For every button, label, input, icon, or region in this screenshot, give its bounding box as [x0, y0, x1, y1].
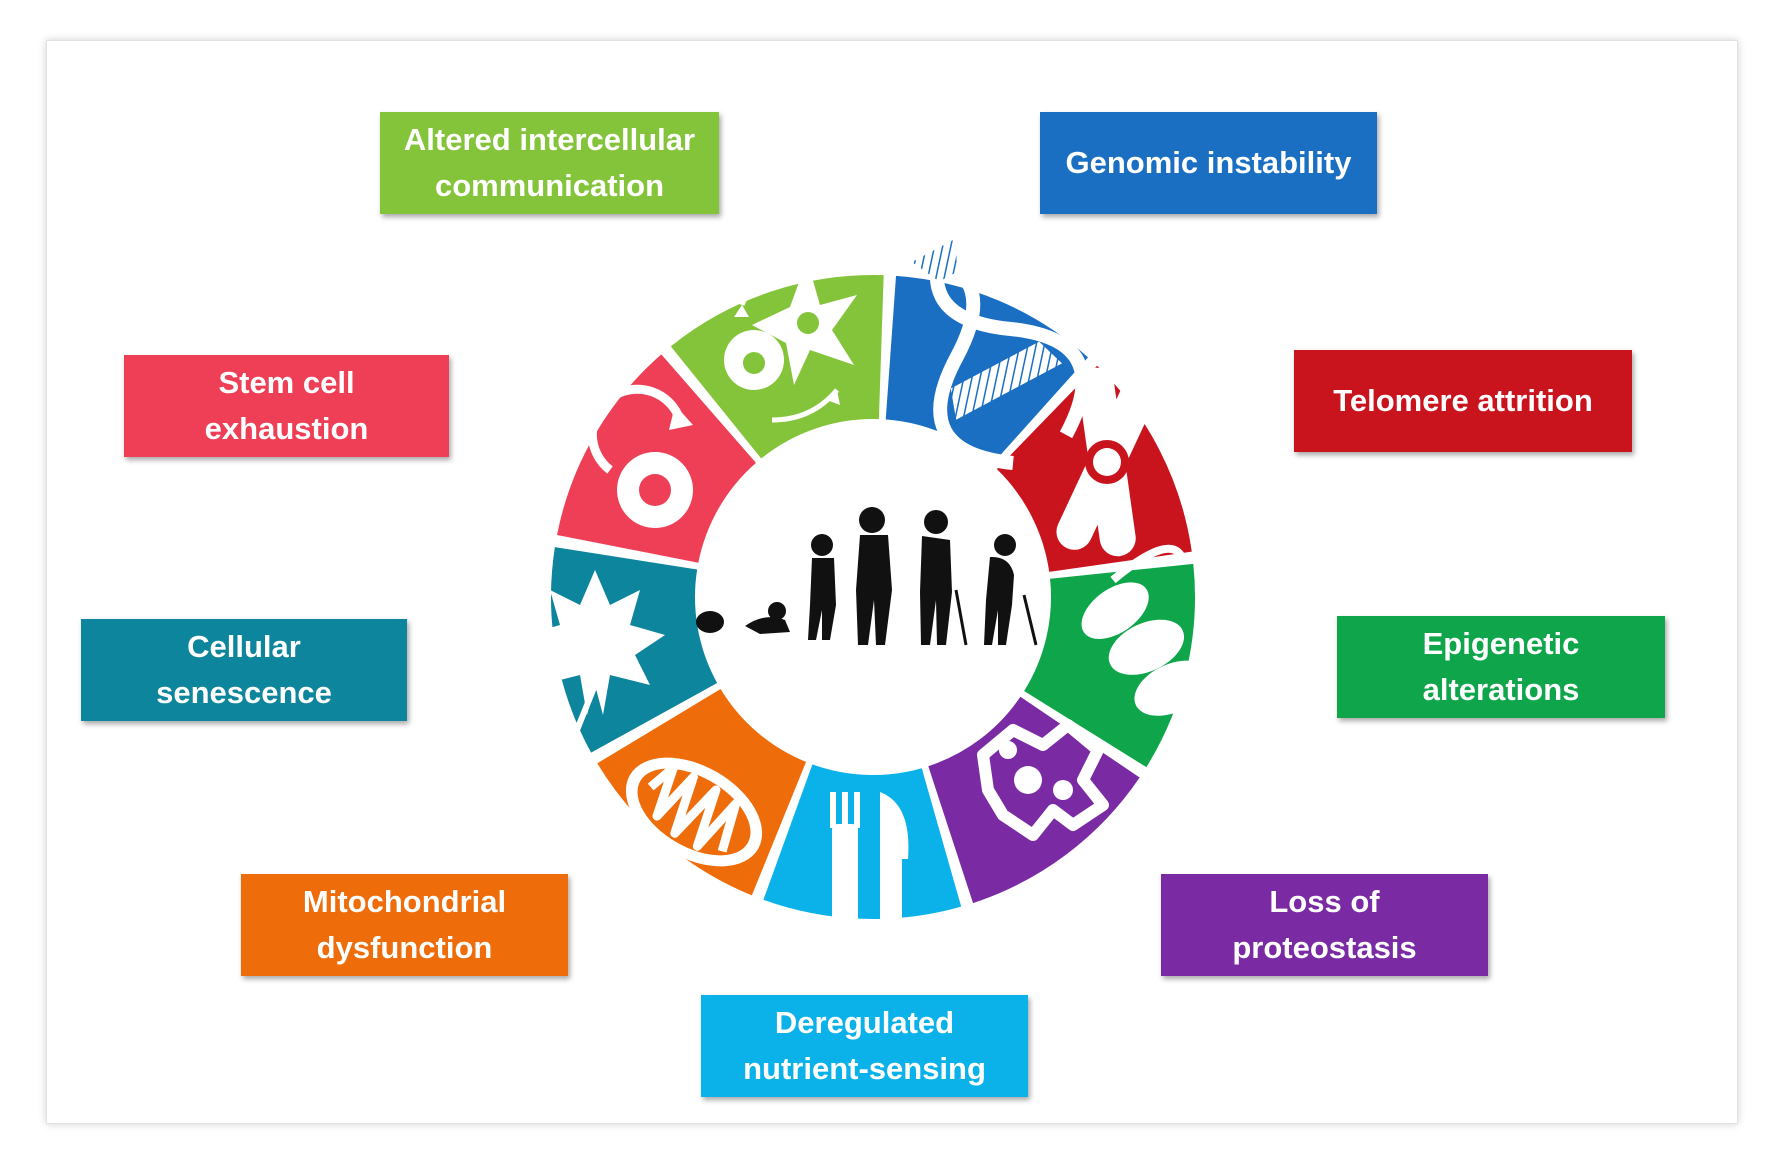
label-text: Genomic instability: [1065, 145, 1352, 180]
label-stemcell: Stem cell exhaustion: [124, 355, 449, 457]
label-text: Deregulated nutrient-sensing: [743, 1005, 986, 1086]
label-text: Cellular senescence: [156, 629, 332, 710]
fork-knife-icon: [830, 792, 909, 924]
label-text: Epigenetic alterations: [1422, 626, 1580, 707]
stem-cell-icon: [587, 384, 693, 528]
chromosome-icon: [1056, 367, 1158, 557]
cell-communication-icon: [724, 247, 857, 423]
label-text: Telomere attrition: [1333, 383, 1593, 418]
label-text: Altered intercellular communication: [403, 122, 696, 203]
label-text: Loss of proteostasis: [1232, 884, 1417, 965]
label-text: Mitochondrial dysfunction: [302, 884, 507, 965]
wheel-segment-nutrient: [763, 764, 962, 920]
label-epigenetic: Epigenetic alterations: [1337, 616, 1665, 718]
label-text: Stem cell exhaustion: [204, 365, 369, 446]
mitochondrion-icon: [625, 757, 763, 867]
leaf-icon: [525, 570, 665, 737]
label-intercellular: Altered intercellular communication: [380, 112, 719, 214]
label-mitochondrial: Mitochondrial dysfunction: [241, 874, 568, 976]
label-telomere: Telomere attrition: [1294, 350, 1632, 452]
label-nutrient: Deregulated nutrient-sensing: [701, 995, 1028, 1097]
human-aging-silhouettes-icon: [696, 507, 1038, 646]
label-senescence: Cellular senescence: [81, 619, 407, 721]
chromatin-icon: [1081, 544, 1210, 716]
label-proteostasis: Loss of proteostasis: [1161, 874, 1488, 976]
wheel-segment-epigenetic: [1024, 563, 1195, 768]
protein-icon: [977, 719, 1109, 841]
label-genomic: Genomic instability: [1040, 112, 1377, 214]
